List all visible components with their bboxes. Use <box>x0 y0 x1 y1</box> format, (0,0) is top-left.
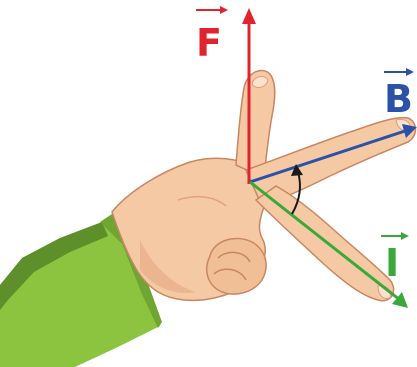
force-overline-head <box>220 6 228 14</box>
force-label: F <box>196 21 222 65</box>
sleeve-shade <box>0 222 108 310</box>
field-line <box>249 128 409 184</box>
thumb <box>235 69 276 180</box>
knuckle-2 <box>213 268 247 281</box>
current-arrowhead <box>392 292 408 308</box>
field-arrowhead <box>402 124 417 138</box>
current-line <box>249 180 401 302</box>
hand <box>111 69 417 302</box>
current-label: I <box>385 241 399 285</box>
index-finger <box>244 116 417 207</box>
field-label: B <box>384 77 413 121</box>
current-overline-head <box>401 232 409 240</box>
current-vector: I <box>249 180 409 308</box>
palm-crease <box>177 195 227 207</box>
angle-marker <box>291 164 303 215</box>
angle-arrowhead <box>291 164 303 176</box>
palm-shadow <box>140 240 196 294</box>
angle-arc <box>291 171 301 215</box>
thumb-nail <box>251 76 269 88</box>
sleeve <box>0 210 162 367</box>
sleeve-cuff <box>100 210 162 328</box>
force-arrowhead <box>242 8 256 24</box>
knuckle-1 <box>217 251 251 263</box>
field-overline-head <box>406 68 414 76</box>
field-vector: B <box>249 68 417 184</box>
force-vector: F <box>196 6 256 184</box>
curled-fingers <box>205 237 267 295</box>
